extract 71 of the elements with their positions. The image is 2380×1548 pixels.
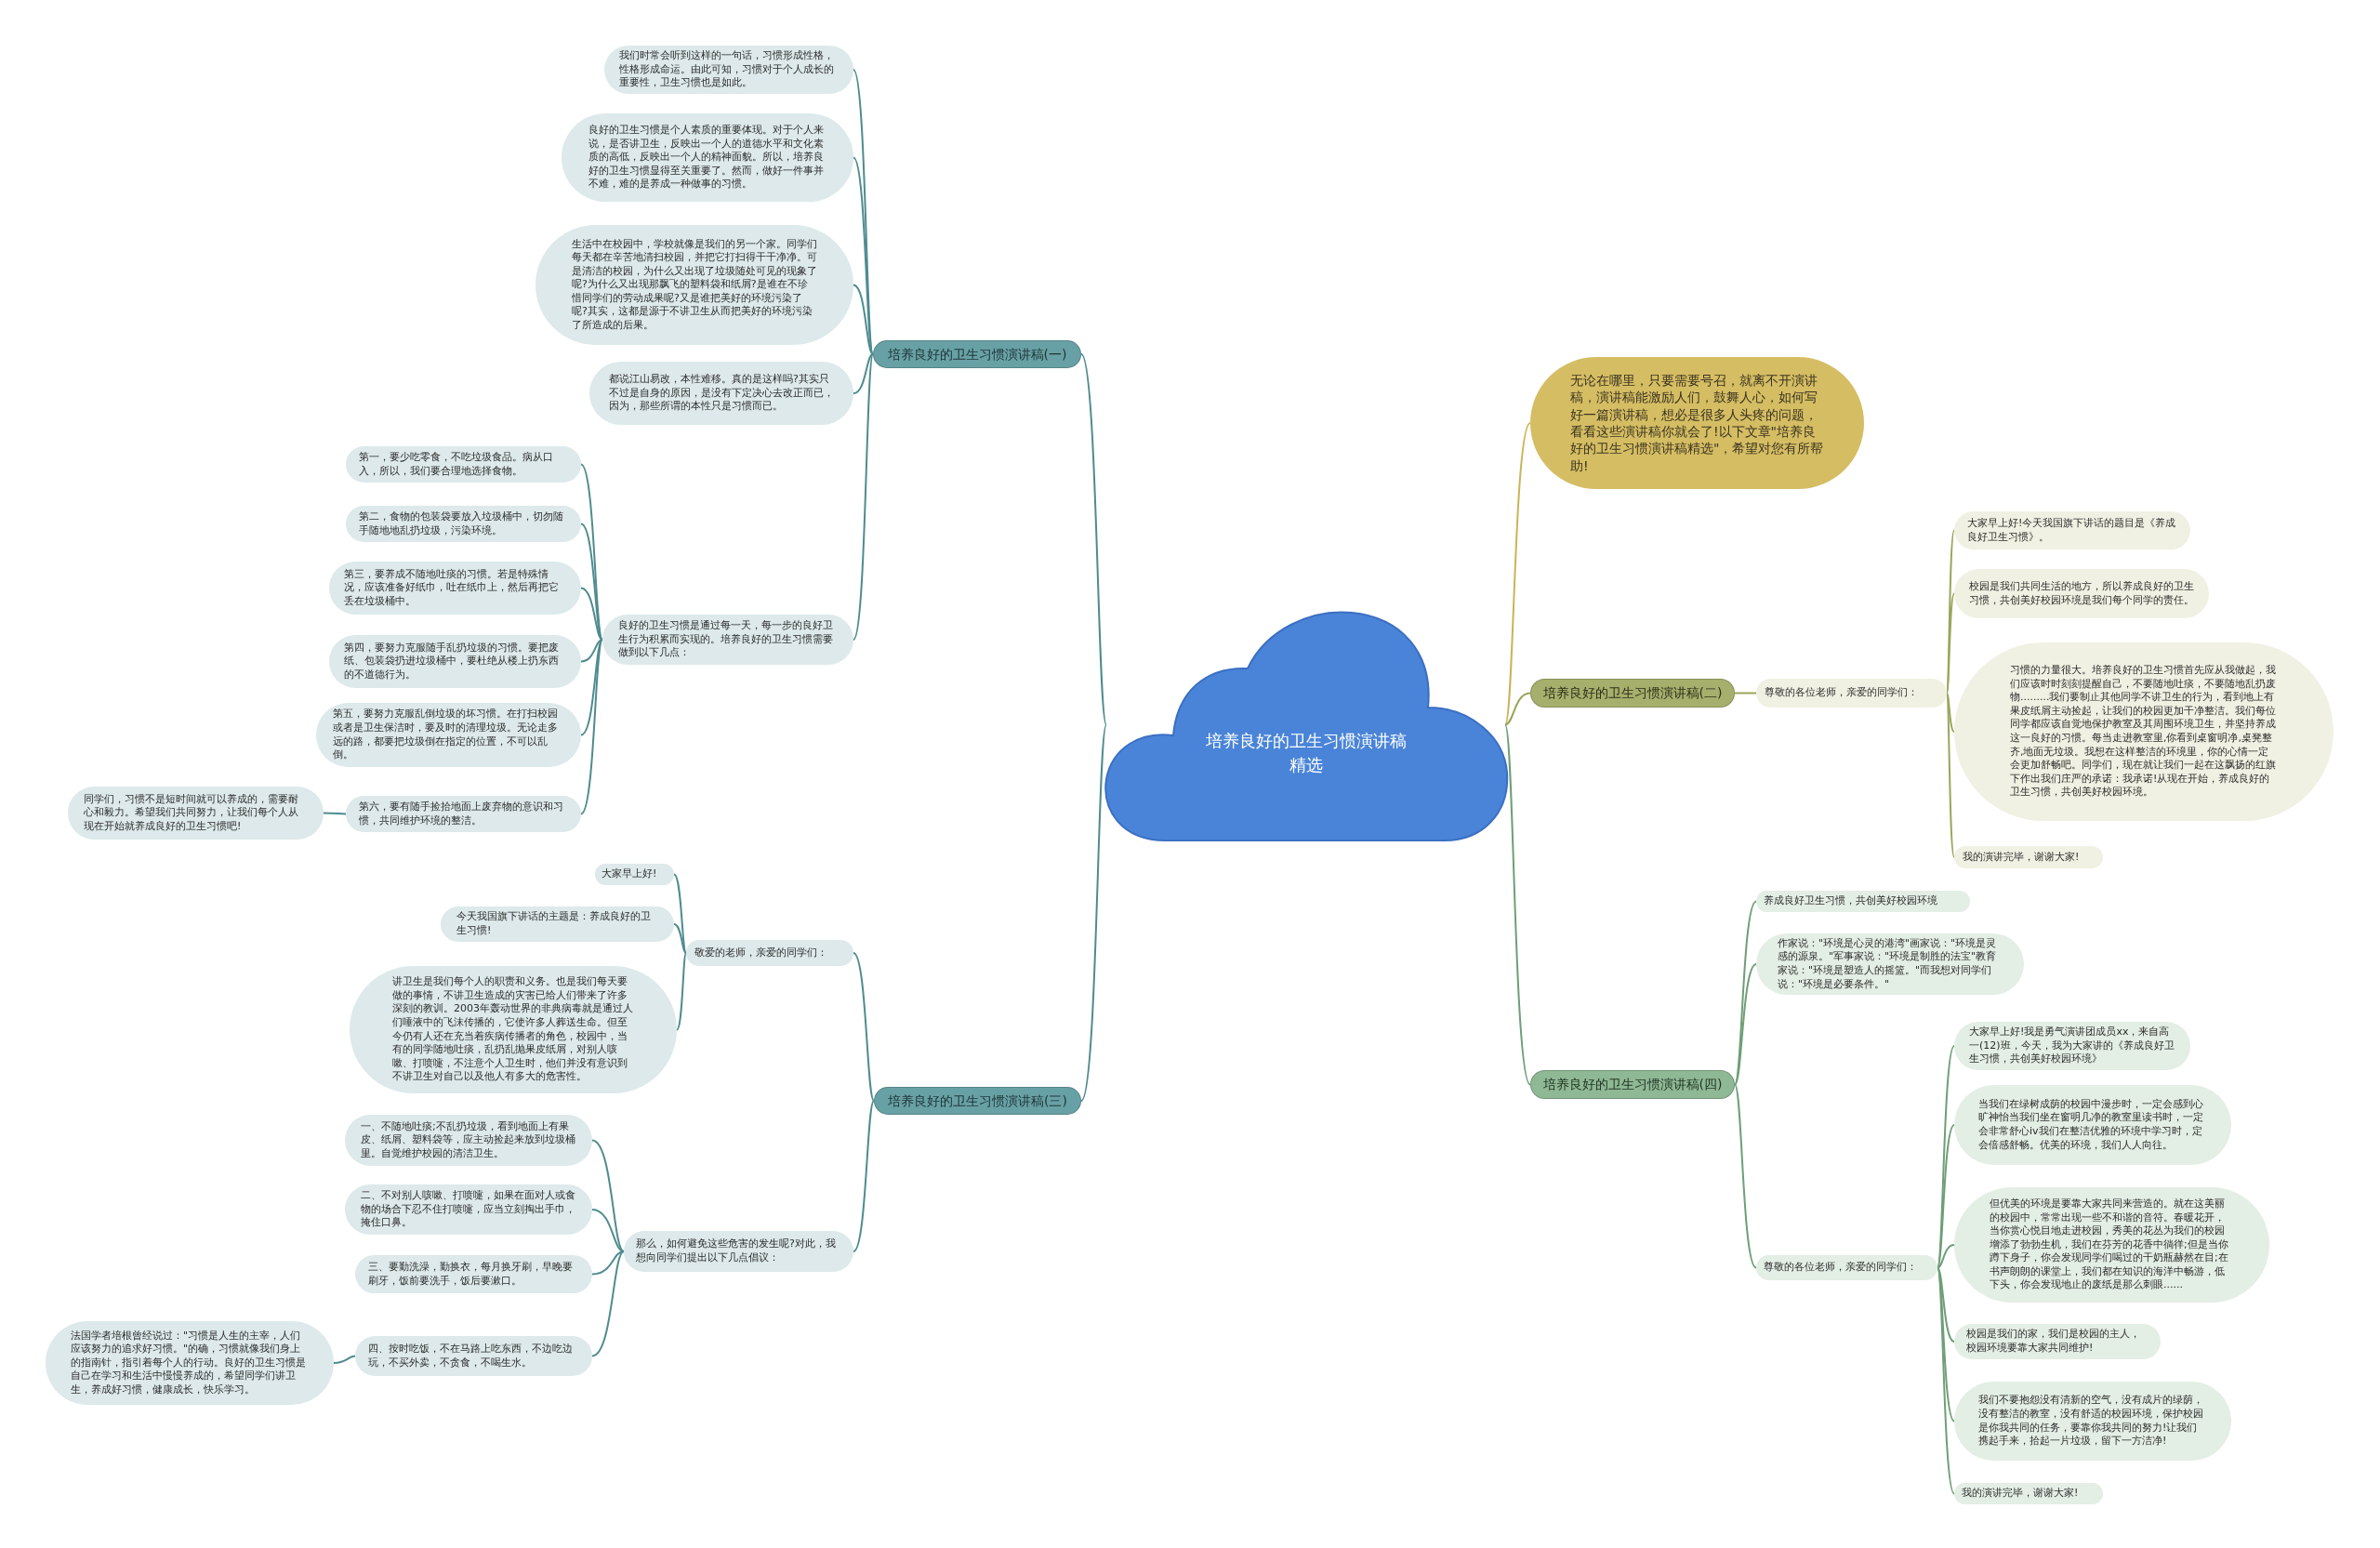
- text-bubble: 敬爱的老师，亲爱的同学们：: [686, 940, 853, 966]
- text-bubble: 作家说："环境是心灵的港湾"画家说："环境是灵感的源泉。"军事家说："环境是制胜的法宝"教育家说："环境是塑造人的摇篮。"而我想对同学们说："环境是必要条件。": [1756, 933, 2024, 995]
- connector-line: [580, 587, 603, 641]
- connector-line: [1734, 1083, 1757, 1269]
- text-bubble: 当我们在绿树成荫的校园中漫步时，一定会感到心旷神怡当我们坐在窗明几净的教室里读书时，一定会非常舒心iv我们在整洁优雅的环境中学习时，定会倍感舒畅。优美的环境，我们人人向往。: [1954, 1085, 2231, 1165]
- text-bubble: 讲卫生是我们每个人的职责和义务。也是我们每天要做的事情，不讲卫生造成的灾害已给人们带来了许多深刻的教训。2003年轰动世界的非典病毒就是通过人们唾液中的飞沫传播的，它使许多人葬送生命。但至今仍有人还在充当着疾病传播者的角色，校园中，当有的同学随地吐痰，乱扔乱抛果皮纸屑，对别人咳嗽、打喷嚏，不注意个人卫生时，他们并没有意识到不讲卫生对自己以及他人有多大的危害性。: [350, 966, 677, 1093]
- text-bubble: 校园是我们共同生活的地方，所以养成良好的卫生习惯，共创美好校园环境是我们每个同学的责任。: [1954, 569, 2209, 618]
- connector-line: [580, 639, 603, 736]
- connector-line: [333, 1355, 356, 1364]
- text-bubble: 那么，如何避免这些危害的发生呢?对此，我想向同学们提出以下几点倡议：: [624, 1231, 853, 1272]
- text-bubble: 我们时常会听到这样的一句话，习惯形成性格，性格形成命运。由此可知，习惯对于个人成长的重要性，卫生习惯也是如此。: [604, 46, 853, 94]
- connector-line: [853, 284, 874, 355]
- text-bubble: 生活中在校园中，学校就像是我们的另一个家。同学们每天都在辛苦地清扫校园，并把它打扫得干干净净。可是清洁的校园，为什么又出现了垃圾随处可见的现象了呢?为什么又出现那飘飞的塑料袋和纸屑?是谁在不珍惜同学们的劳动成果呢?又是谁把美好的环境污染了呢?其实，这都是源于不讲卫生从而把美好的环境污染了所造成的后果。: [536, 225, 853, 345]
- connector-line: [323, 812, 347, 815]
- text-bubble: 良好的卫生习惯是通过每一天，每一步的良好卫生行为积累而实现的。培养良好的卫生习惯需要做到以下几点：: [602, 615, 853, 665]
- connector-line: [1734, 692, 1757, 695]
- connector-line: [853, 353, 874, 394]
- text-bubble: 我的演讲完毕，谢谢大家!: [1954, 846, 2103, 868]
- text-bubble: 三、要勤洗澡，勤换衣，每月换牙刷，早晚要刷牙，饭前要洗手，饭后要漱口。: [355, 1255, 592, 1293]
- connector-line: [1504, 692, 1531, 726]
- connector-line: [1937, 1244, 1955, 1269]
- connector-line: [591, 1139, 625, 1252]
- connector-line: [591, 1250, 625, 1276]
- connector-line: [1946, 592, 1955, 695]
- text-bubble: 法国学者培根曾经说过："习惯是人生的主宰，人们应该努力的追求好习惯。"的确，习惯就像我们身上的指南针，指引着每个人的行动。良好的卫生习惯是自己在学习和生活中慢慢养成的，希望同学们讲卫生，养成好习惯，健康成长，快乐学习。: [46, 1321, 334, 1405]
- connector-line: [1946, 692, 1955, 733]
- text-bubble: 尊敬的各位老师，亲爱的同学们：: [1756, 679, 1947, 708]
- text-bubble: 习惯的力量很大。培养良好的卫生习惯首先应从我做起，我们应该时时刻刻提醒自己，不要随地吐痰，不要随地乱扔废物.........我们要制止其他同学不讲卫生的行为，看到地上有果皮纸屑主动捡起，让我们的校园更加干净整洁。我们每位同学都应该自觉地保护教室及其周围环境卫生，并坚持养成这一良好的习惯。每当走进教室里,你看到桌窗明净,桌凳整齐,地面无垃圾。我想在这样整洁的环境里，你的心情一定会更加舒畅吧。同学们，现在就让我们一起在这飘扬的红旗下作出我们庄严的承诺：我承诺!从现在开始，养成良好的卫生习惯，共创美好校园环境。: [1954, 642, 2334, 821]
- connector-line: [1080, 353, 1107, 726]
- text-bubble: 第三，要养成不随地吐痰的习惯。若是特殊情况，应该准备好纸巾，吐在纸巾上，然后再把它丢在垃圾桶中。: [329, 562, 581, 615]
- connector-line: [1504, 422, 1531, 726]
- connector-line: [1734, 963, 1757, 1086]
- text-bubble: 我的演讲完毕，谢谢大家!: [1954, 1483, 2103, 1504]
- text-bubble: 尊敬的各位老师，亲爱的同学们：: [1756, 1255, 1937, 1280]
- topic-pill: 培养良好的卫生习惯演讲稿(一): [873, 340, 1081, 368]
- topic-pill: 培养良好的卫生习惯演讲稿(三): [874, 1087, 1081, 1115]
- connector-line: [676, 952, 687, 1031]
- text-bubble: 第一，要少吃零食，不吃垃圾食品。病从口入，所以，我们要合理地选择食物。: [346, 446, 581, 483]
- text-bubble: 都说江山易改，本性难移。真的是这样吗?其实只不过是自身的原因，是没有下定决心去改正而已，因为，那些所谓的本性只是习惯而已。: [589, 362, 853, 425]
- intro-bubble: 无论在哪里，只要需要号召，就离不开演讲稿，演讲稿能激励人们，鼓舞人心，如何写好一篇演讲稿，想必是很多人头疼的问题，看看这些演讲稿你就会了!以下文章"培养良好的卫生习惯演讲稿精选"，希望对您有所帮助!: [1530, 357, 1864, 489]
- connector-line: [1080, 723, 1107, 1102]
- connector-line: [591, 1209, 625, 1252]
- text-bubble: 大家早上好!我是勇气演讲团成员xx，来自高一(12)班，今天，我为大家讲的《养成良好卫生习惯，共创美好校园环境》: [1954, 1022, 2190, 1070]
- text-bubble: 第四，要努力克服随手乱扔垃圾的习惯。要把废纸、包装袋扔进垃圾桶中，要杜绝从楼上扔东西的不道德行为。: [329, 635, 581, 688]
- text-bubble: 今天我国旗下讲话的主题是：养成良好的卫生习惯!: [441, 906, 674, 942]
- text-bubble: 大家早上好!: [595, 864, 674, 885]
- text-bubble: 大家早上好!今天我国旗下讲话的题目是《养成良好卫生习惯》。: [1954, 511, 2190, 549]
- text-bubble: 但优美的环境是要靠大家共同来营造的。就在这美丽的校园中，常常出现一些不和谐的音符。春暖花开，当你赏心悦目地走进校园，秀美的花丛为我们的校园增添了勃勃生机，我们在芬芳的花香中徜徉;但是当你蹲下身子，你会发现同学们喝过的干奶瓶赫然在目;在书声朗朗的课堂上，我们都在知识的海洋中畅游，低下头，你会发现地止的废纸是那么刺眼......: [1954, 1187, 2269, 1303]
- connector-line: [673, 923, 687, 954]
- text-bubble: 四、按时吃饭，不在马路上吃东西，不边吃边玩，不买外卖，不贪食，不喝生水。: [355, 1336, 592, 1376]
- text-bubble: 二、不对别人咳嗽、打喷嚏，如果在面对人或食物的场合下忍不住打喷嚏，应当立刻掏出手巾，掩住口鼻。: [345, 1184, 592, 1235]
- connector-line: [591, 1250, 625, 1357]
- topic-pill: 培养良好的卫生习惯演讲稿(四): [1530, 1070, 1735, 1099]
- connector-line: [1504, 723, 1531, 1086]
- text-bubble: 一、不随地吐痰;不乱扔垃圾，看到地面上有果皮、纸屑、塑料袋等，应主动捡起来放到垃圾桶里。自觉维护校园的清洁卫生。: [345, 1115, 592, 1166]
- connector-line: [1937, 1124, 1955, 1269]
- text-bubble: 第六，要有随手捡拾地面上废弃物的意识和习惯，共同维护环境的整洁。: [346, 796, 581, 832]
- text-bubble: 良好的卫生习惯是个人素质的重要体现。对于个人来说，是否讲卫生，反映出一个人的道德水平和文化素质的高低，反映出一个人的精神面貌。所以，培养良好的卫生习惯显得至关重要了。然而，做好一件事并不难，难的是养成一种做事的习惯。: [562, 113, 853, 202]
- connector-line: [580, 639, 603, 663]
- text-bubble: 同学们，习惯不是短时间就可以养成的，需要耐心和毅力。希望我们共同努力，让我们每个人从现在开始就养成良好的卫生习惯吧!: [68, 787, 324, 840]
- topic-pill: 培养良好的卫生习惯演讲稿(二): [1530, 679, 1735, 708]
- text-bubble: 养成良好卫生习惯，共创美好校园环境: [1756, 891, 1970, 912]
- text-bubble: 我们不要抱怨没有清新的空气，没有成片的绿荫，没有整洁的教室，没有舒适的校园环境，保护校园是你我共同的任务，要靠你我共同的努力!让我们携起手来，拾起一片垃圾，留下一方洁净!: [1954, 1382, 2231, 1461]
- connector-line: [673, 873, 687, 954]
- connector-line: [853, 1100, 875, 1252]
- text-bubble: 第二，食物的包装袋要放入垃圾桶中，切勿随手随地地乱扔垃圾，污染环境。: [346, 506, 581, 542]
- connector-line: [853, 353, 874, 641]
- connector-line: [1937, 1266, 1955, 1343]
- connector-line: [853, 952, 875, 1102]
- text-bubble: 第五，要努力克服乱倒垃圾的坏习惯。在打扫校园或者是卫生保洁时，要及时的清理垃圾。无论走多远的路，都要把垃圾倒在指定的位置，不可以乱倒。: [316, 703, 581, 767]
- text-bubble: 校园是我们的家，我们是校园的主人，校园环境要靠大家共同维护!: [1954, 1324, 2161, 1359]
